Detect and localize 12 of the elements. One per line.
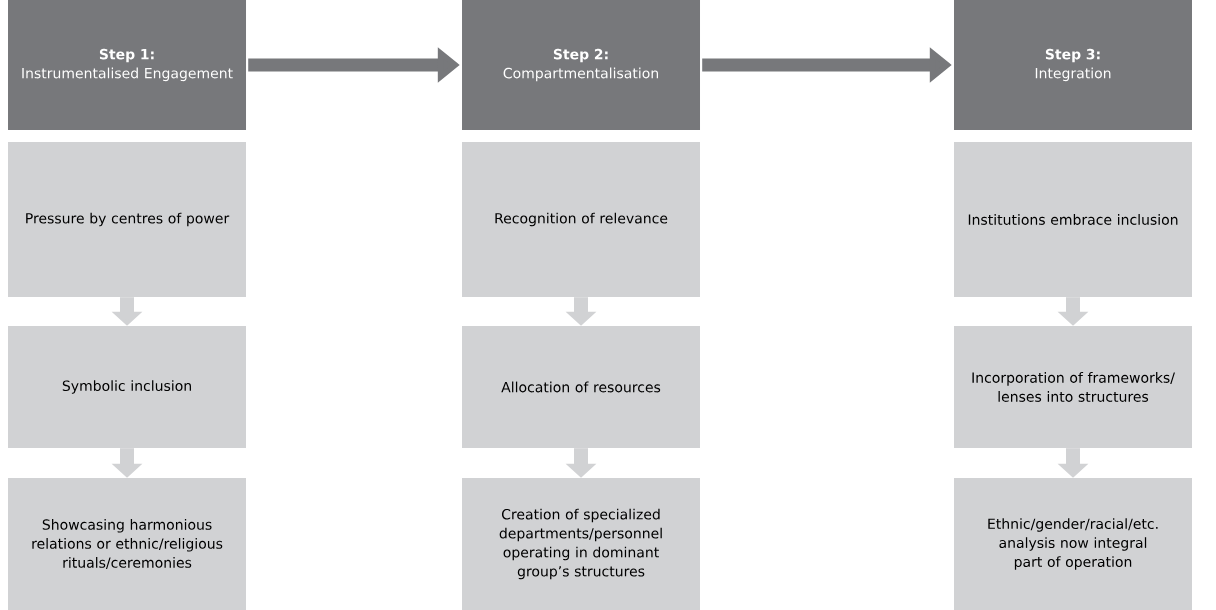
- step-header-box: Step 2: Compartmentalisation: [462, 0, 700, 130]
- step-header-box: Step 3: Integration: [954, 0, 1192, 130]
- process-box: Ethnic/gender/racial/etc. analysis now integral part of operation: [954, 478, 1192, 610]
- process-box: Showcasing harmonious relations or ethnic/religious rituals/ceremonies: [8, 478, 246, 610]
- process-box: Pressure by centres of power: [8, 142, 246, 297]
- process-box: Allocation of resources: [462, 326, 700, 448]
- process-box: Incorporation of frameworks/ lenses into structures: [954, 326, 1192, 448]
- step-header-box: Step 1: Instrumentalised Engagement: [8, 0, 246, 130]
- process-box: Recognition of relevance: [462, 142, 700, 297]
- process-box: Creation of specialized departments/personnel operating in dominant group’s structures: [462, 478, 700, 610]
- process-box: Symbolic inclusion: [8, 326, 246, 448]
- process-box: Institutions embrace inclusion: [954, 142, 1192, 297]
